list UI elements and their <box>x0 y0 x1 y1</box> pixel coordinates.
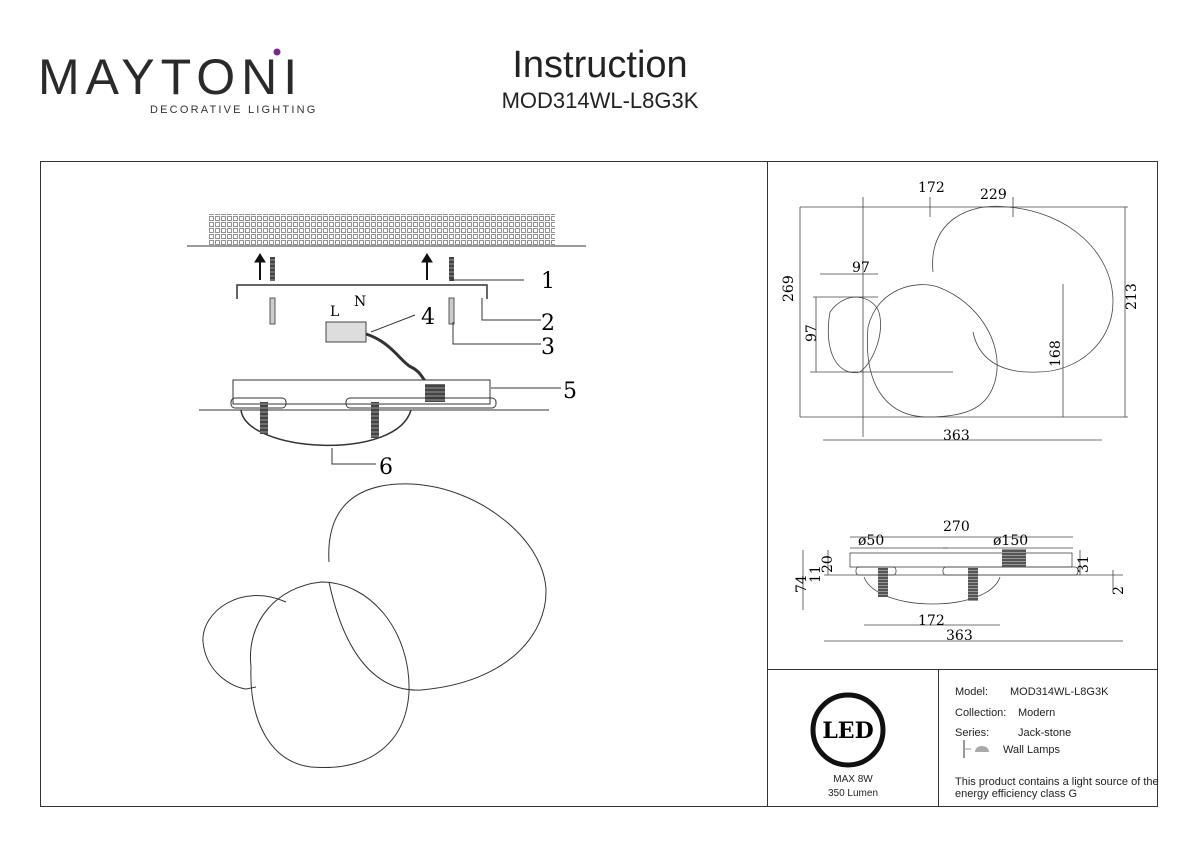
front-view-drawing: 172 229 97 269 97 213 168 363 <box>781 180 1140 444</box>
callout-5: 5 <box>563 379 577 404</box>
mount-arrows <box>254 253 433 280</box>
frame-divider-horizontal <box>767 669 1158 670</box>
lamp-type-value: Wall Lamps <box>1003 744 1061 756</box>
callout-1: 1 <box>541 269 555 294</box>
drawing-frame <box>40 161 1158 807</box>
lamp-canopy <box>199 379 549 411</box>
dim-front-overall-height: 269 <box>781 275 797 302</box>
collection-label: Collection: <box>955 707 1007 719</box>
dim-side-dia-large: ø150 <box>993 533 1028 549</box>
callout-leaders <box>331 279 561 465</box>
dim-side-h74: 74 <box>794 575 810 593</box>
shade-supports <box>260 402 379 438</box>
led-strip <box>230 397 497 409</box>
dim-front-top-right: 229 <box>980 187 1007 203</box>
led-badge-icon: LED <box>810 692 886 768</box>
dim-side-h2: 2 <box>1111 586 1127 595</box>
logo-dot-icon <box>273 48 281 56</box>
power-rating: MAX 8W <box>833 774 873 785</box>
energy-note-line-1: This product contains a light source of … <box>955 776 1159 788</box>
dim-front-right-height: 213 <box>1124 283 1140 310</box>
series-value: Jack-stone <box>1018 727 1072 739</box>
dim-side-dia-small: ø50 <box>858 533 884 549</box>
dim-front-small-width: 97 <box>852 260 870 276</box>
dim-front-middle-height: 168 <box>1048 340 1064 367</box>
dim-front-small-height: 97 <box>804 324 820 342</box>
wall-anchors <box>270 257 454 281</box>
model-label: Model: <box>955 686 989 698</box>
callout-4: 4 <box>421 305 435 330</box>
dim-front-top-left: 172 <box>918 180 945 196</box>
assembly-drawing: L N 1 2 3 4 5 6 <box>187 214 586 769</box>
callout-6: 6 <box>379 455 393 480</box>
dim-side-h11: 11 <box>808 565 824 583</box>
dim-side-bottom-width: 172 <box>918 613 945 629</box>
frame-divider-vertical <box>767 161 768 807</box>
wall <box>187 214 586 247</box>
dim-front-overall-width: 363 <box>943 428 970 444</box>
led-badge-label: LED <box>822 718 873 744</box>
dim-side-h20: 20 <box>820 555 836 573</box>
dim-side-h31: 31 <box>1076 555 1092 573</box>
brand-name: MAYTONI <box>38 49 304 105</box>
spec-divider-vertical <box>938 669 939 807</box>
terminal-block <box>325 321 437 386</box>
title-block: Instruction MOD314WL-L8G3K <box>440 44 760 114</box>
terminal-live-label: L <box>330 304 339 320</box>
document-title: Instruction <box>512 44 688 86</box>
diffuser-shade <box>240 409 412 446</box>
mounting-bracket <box>236 284 488 299</box>
stone-lamp-outline <box>202 483 547 769</box>
document-model: MOD314WL-L8G3K <box>501 88 699 113</box>
brand-tagline: DECORATIVE LIGHTING <box>150 104 318 116</box>
collection-value: Modern <box>1018 707 1056 719</box>
dim-side-overall-width: 363 <box>946 628 973 644</box>
model-value: MOD314WL-L8G3K <box>1010 686 1109 698</box>
terminal-neutral-label: N <box>354 294 366 310</box>
energy-note-line-2: energy efficiency class G <box>955 788 1078 800</box>
series-label: Series: <box>955 727 990 739</box>
side-view-drawing: 270 ø50 ø150 20 11 74 31 2 172 363 <box>794 519 1127 644</box>
callout-2: 2 <box>541 311 555 336</box>
brand-logo: MAYTONI DECORATIVE LIGHTING <box>38 52 318 116</box>
dim-side-top-width: 270 <box>943 519 970 535</box>
wall-lamp-icon <box>963 740 989 758</box>
lumen-rating: 350 Lumen <box>827 788 879 799</box>
callout-3: 3 <box>541 335 555 360</box>
screws <box>269 297 455 325</box>
